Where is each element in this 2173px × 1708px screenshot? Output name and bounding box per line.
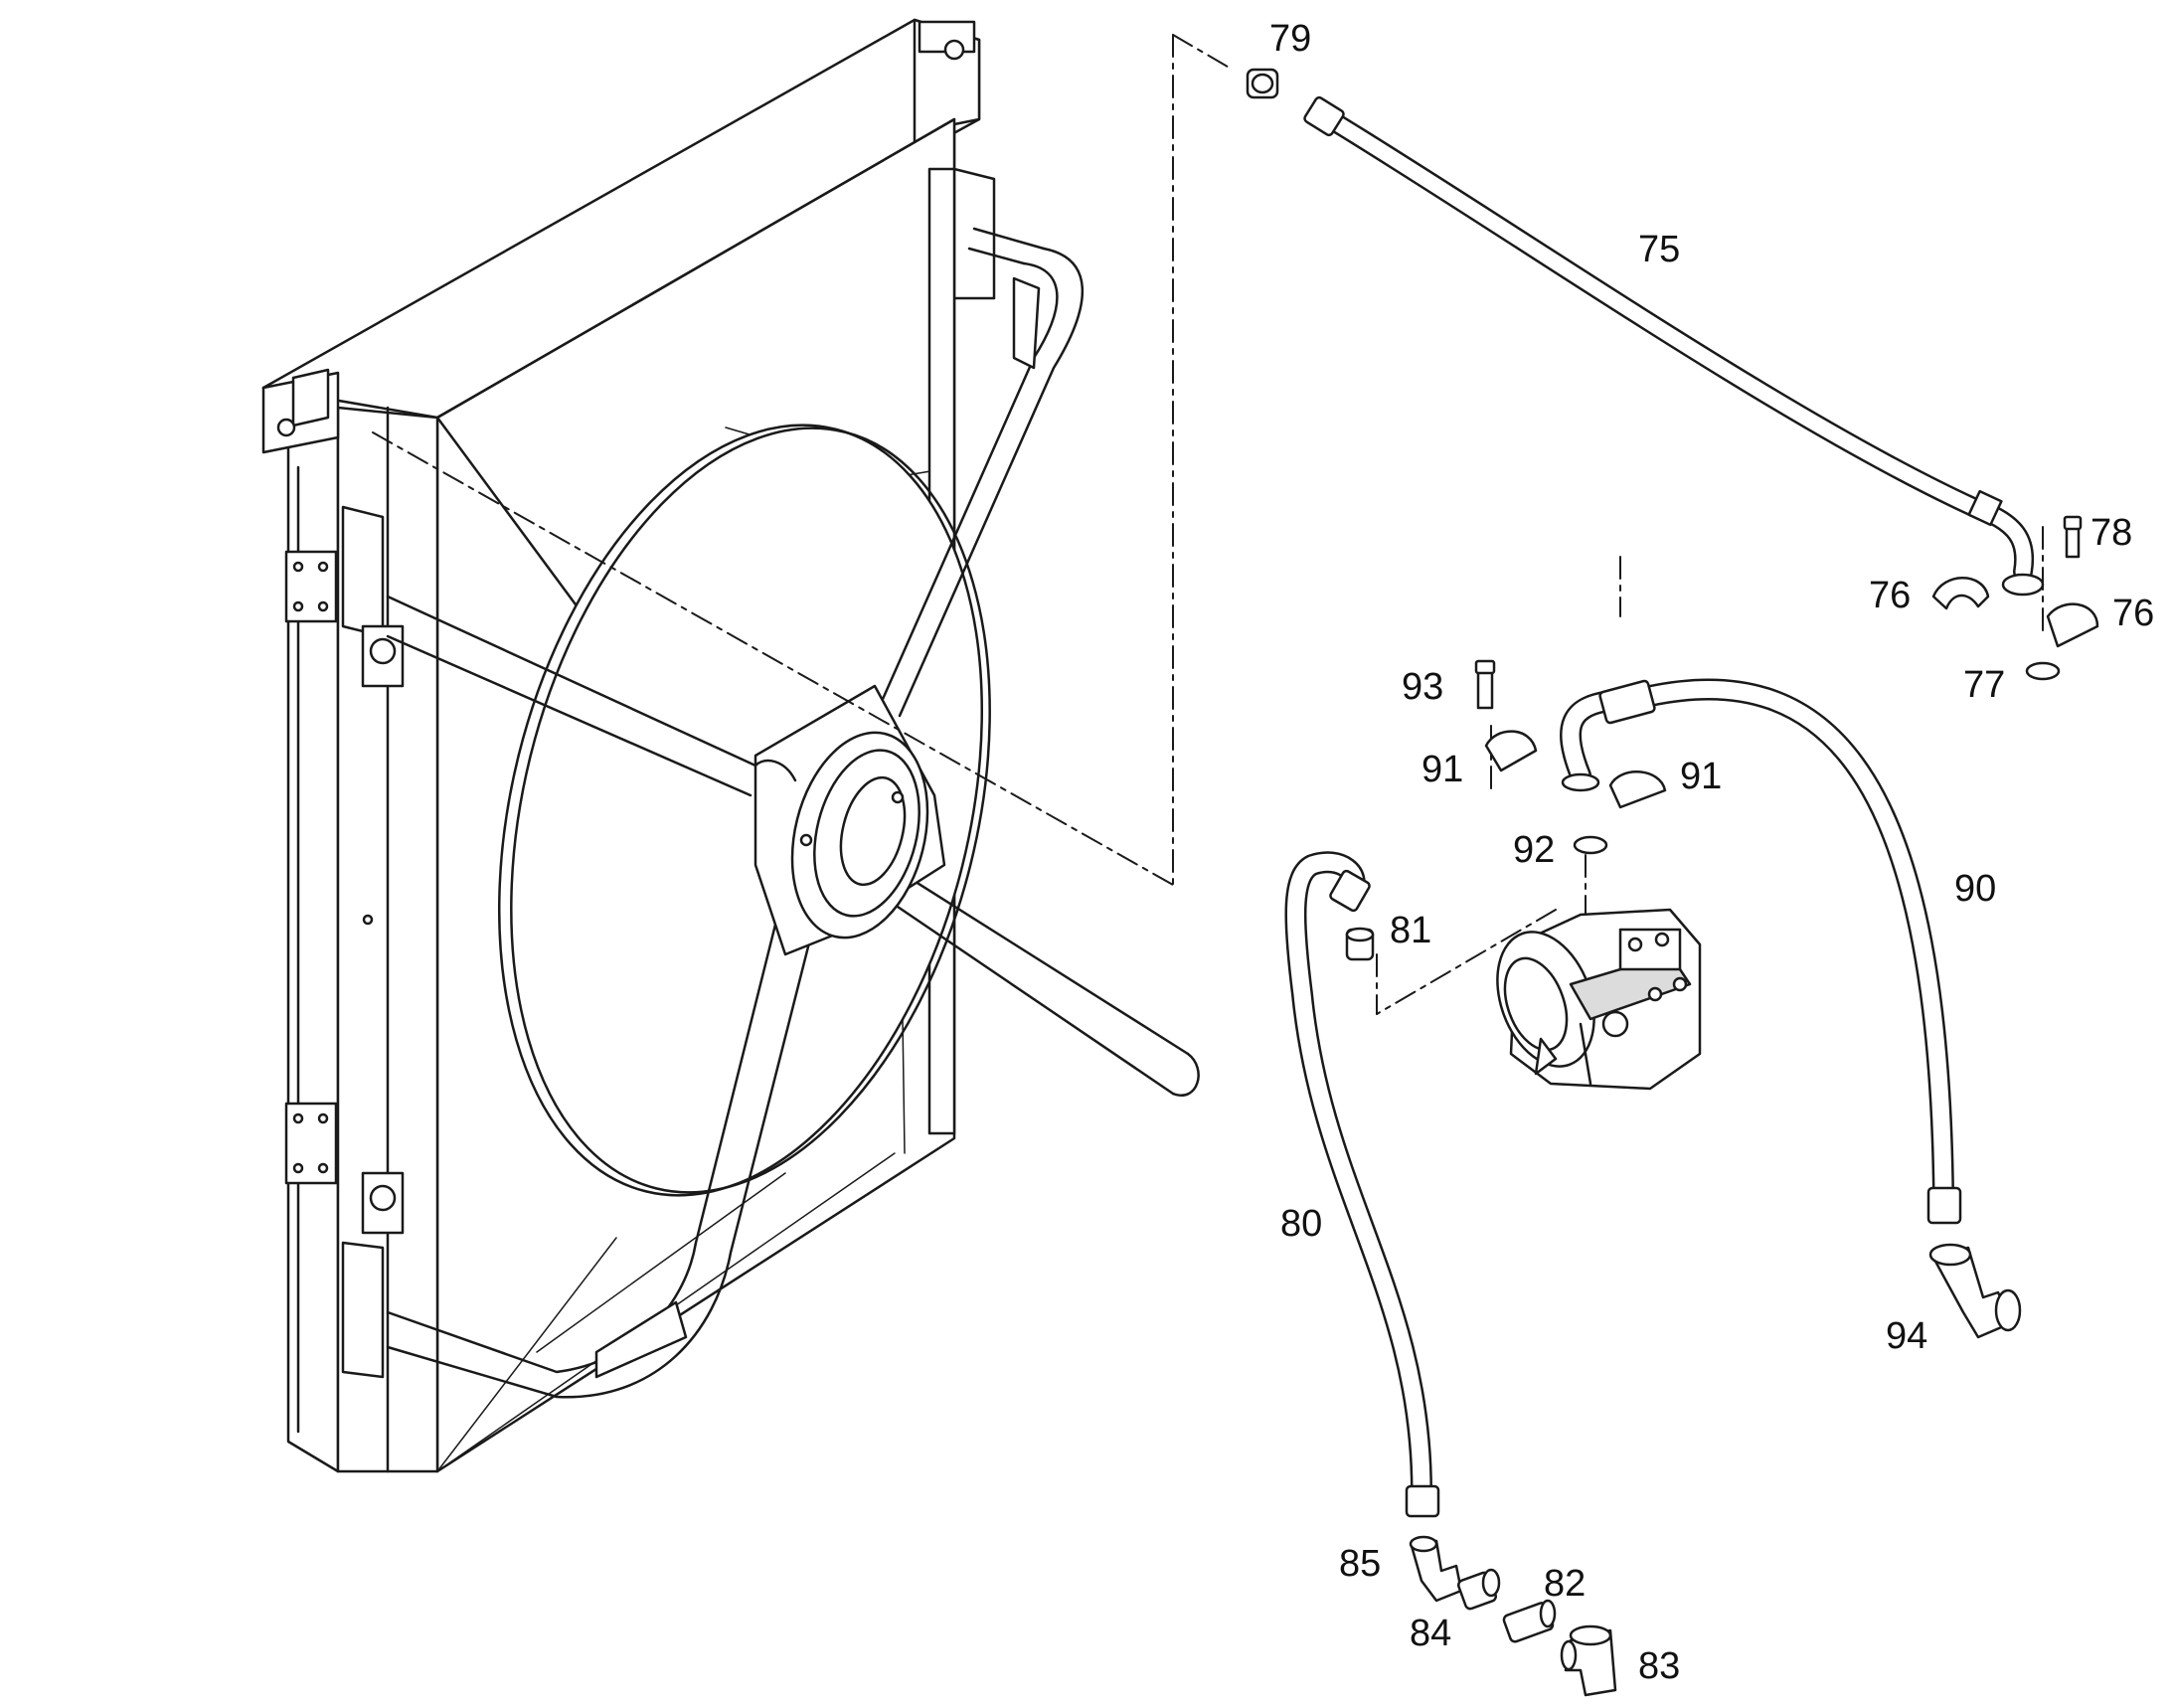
callout-76-left: 76: [1869, 575, 1912, 616]
callout-93: 93: [1402, 666, 1444, 708]
bolt-78: [2063, 515, 2083, 559]
hose-80: [1284, 851, 1440, 1518]
clamp-91-right: [1608, 770, 1667, 809]
callout-85: 85: [1339, 1543, 1382, 1585]
callout-81: 81: [1390, 910, 1432, 951]
fitting-84: [1456, 1568, 1501, 1611]
callout-91-left: 91: [1421, 749, 1464, 790]
callout-84: 84: [1410, 1613, 1452, 1654]
fitting-82: [1502, 1599, 1557, 1643]
fitting-83: [1560, 1624, 1617, 1697]
fitting-85: [1409, 1535, 1463, 1603]
callout-90: 90: [1954, 868, 1997, 910]
callout-94: 94: [1886, 1315, 1928, 1357]
callout-82: 82: [1544, 1563, 1587, 1605]
o-ring-92: [1573, 835, 1608, 855]
clamp-91-left: [1484, 730, 1538, 772]
callout-79: 79: [1269, 18, 1312, 60]
fitting-81: [1345, 927, 1375, 961]
callout-77: 77: [1963, 664, 2006, 706]
fitting-79: [1246, 68, 1279, 99]
fan-ring: [497, 424, 991, 1197]
hose-75: [1303, 95, 2045, 597]
callout-75: 75: [1638, 229, 1681, 270]
fan-guard-bars: [386, 227, 1200, 1399]
hose-90: [1560, 678, 1962, 1225]
clamp-76-left: [1931, 577, 1990, 610]
callout-92: 92: [1513, 829, 1556, 871]
callout-76-right: 76: [2112, 593, 2155, 634]
callout-91-right: 91: [1680, 756, 1723, 797]
o-ring-77: [2025, 661, 2061, 681]
callout-83: 83: [1638, 1645, 1681, 1687]
fan-hub: [753, 684, 946, 956]
elbow-fitting-94: [1928, 1243, 2022, 1339]
callout-78: 78: [2090, 512, 2133, 554]
callout-80: 80: [1280, 1203, 1323, 1245]
clamp-76-right: [2046, 602, 2099, 648]
compressor: [1496, 908, 1702, 1091]
bolt-93: [1474, 659, 1496, 710]
